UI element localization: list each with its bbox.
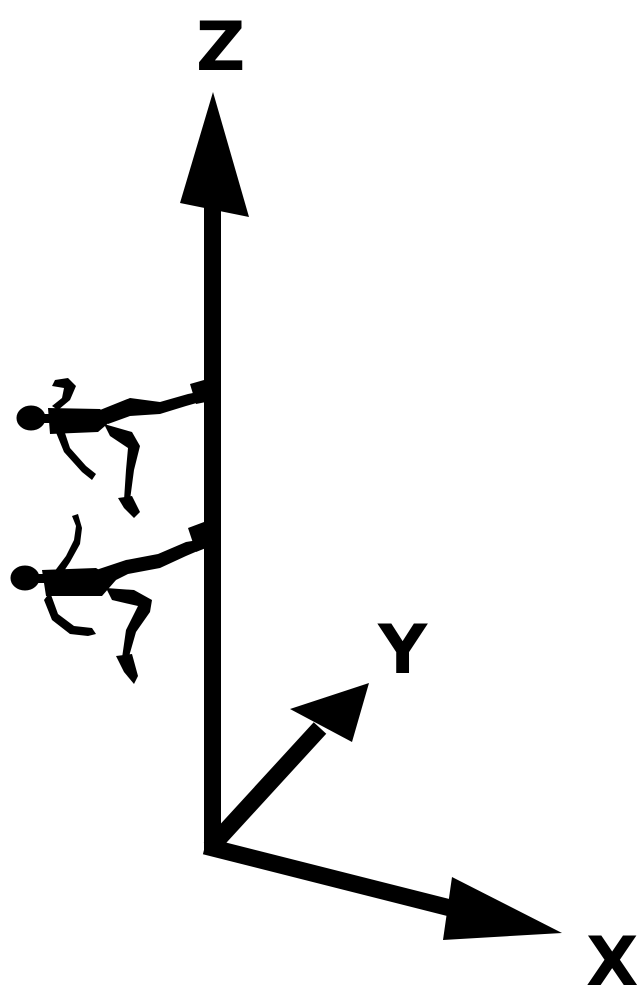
x-axis-shaft <box>202 837 473 922</box>
z-axis-shaft <box>204 200 221 852</box>
y-axis: Y <box>203 611 428 854</box>
x-axis: X <box>202 837 637 989</box>
y-axis-arrowhead <box>290 683 369 742</box>
z-axis-arrowhead <box>180 92 249 217</box>
x-axis-arrowhead <box>443 877 562 940</box>
z-axis-label: Z <box>196 8 245 87</box>
y-axis-label: Y <box>377 611 428 690</box>
runner-upper-silhouette <box>16 378 206 518</box>
x-axis-label: X <box>586 923 637 989</box>
z-axis: Z <box>180 8 249 852</box>
y-axis-shaft <box>203 722 327 854</box>
runner-lower-silhouette <box>10 514 206 684</box>
